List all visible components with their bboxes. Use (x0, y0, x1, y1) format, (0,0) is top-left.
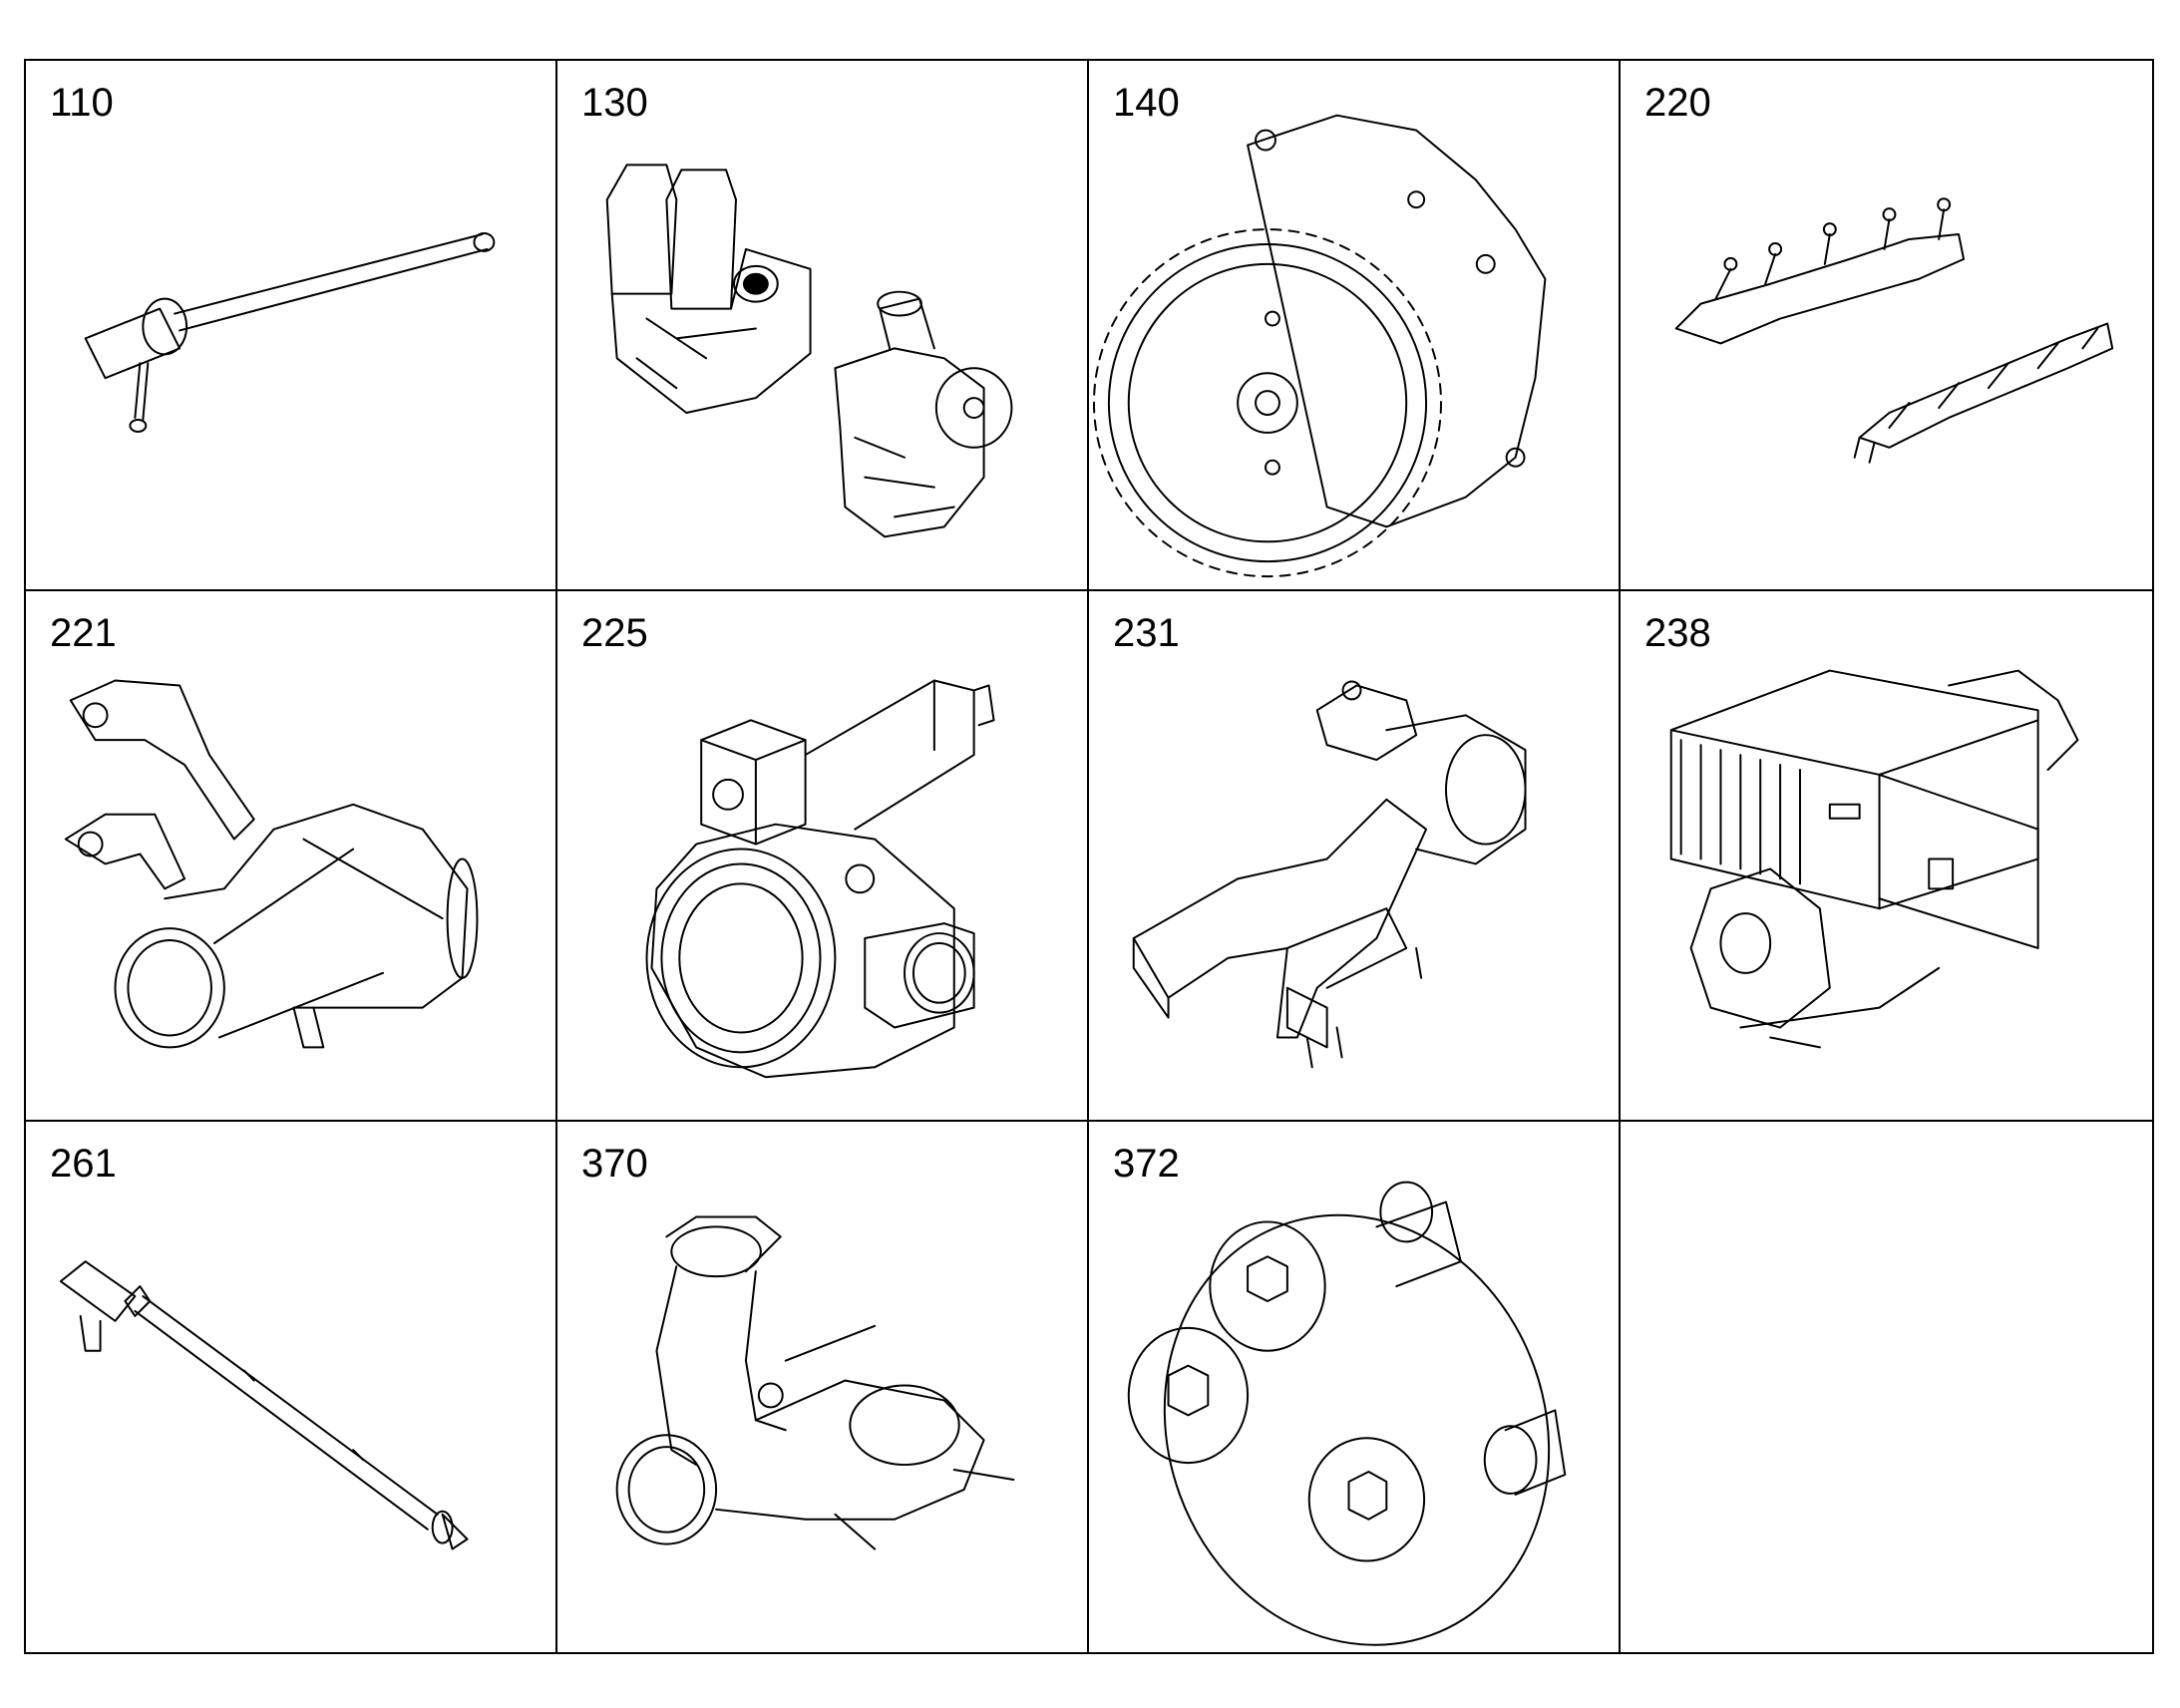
rod-tool-icon (84, 232, 496, 433)
part-cell-370: 370 (557, 1122, 1089, 1652)
exhaust-manifold-icon (1674, 197, 2114, 464)
bellhousing-bracket-icon (64, 679, 479, 1049)
actuator-assembly-icon (1132, 680, 1527, 1069)
part-cell-231: 231 (1089, 591, 1621, 1122)
part-cell-130: 130 (557, 61, 1089, 591)
part-cell-empty (1621, 1122, 2152, 1652)
part-number: 130 (581, 81, 648, 125)
part-cell-372: 372 (1089, 1122, 1621, 1652)
part-number: 238 (1644, 611, 1711, 655)
part-cell-140: 140 (1089, 61, 1621, 591)
part-number: 221 (50, 611, 117, 655)
turbo-housing-icon (645, 679, 995, 1079)
part-cell-110: 110 (26, 61, 557, 591)
gear-pump-icon (1092, 114, 1547, 578)
part-number: 140 (1113, 81, 1180, 125)
injector-tool-icon (59, 1260, 469, 1550)
part-number: 225 (581, 611, 648, 655)
part-cell-261: 261 (26, 1122, 557, 1652)
part-cell-221: 221 (26, 591, 557, 1122)
part-number: 261 (50, 1142, 117, 1186)
elbow-pipe-icon (615, 1215, 1015, 1550)
part-number: 370 (581, 1142, 648, 1186)
part-number: 231 (1113, 611, 1180, 655)
part-cell-225: 225 (557, 591, 1089, 1122)
part-cell-220: 220 (1621, 61, 2152, 591)
parts-grid: 110 130 140 (24, 59, 2154, 1654)
part-number: 372 (1113, 1142, 1180, 1186)
intercooler-icon (1669, 669, 2079, 1049)
part-number: 110 (50, 81, 114, 125)
part-number: 220 (1644, 81, 1711, 125)
filter-housing-icon (605, 164, 1013, 538)
flange-bolts-icon (1127, 1181, 1567, 1646)
part-cell-238: 238 (1621, 591, 2152, 1122)
